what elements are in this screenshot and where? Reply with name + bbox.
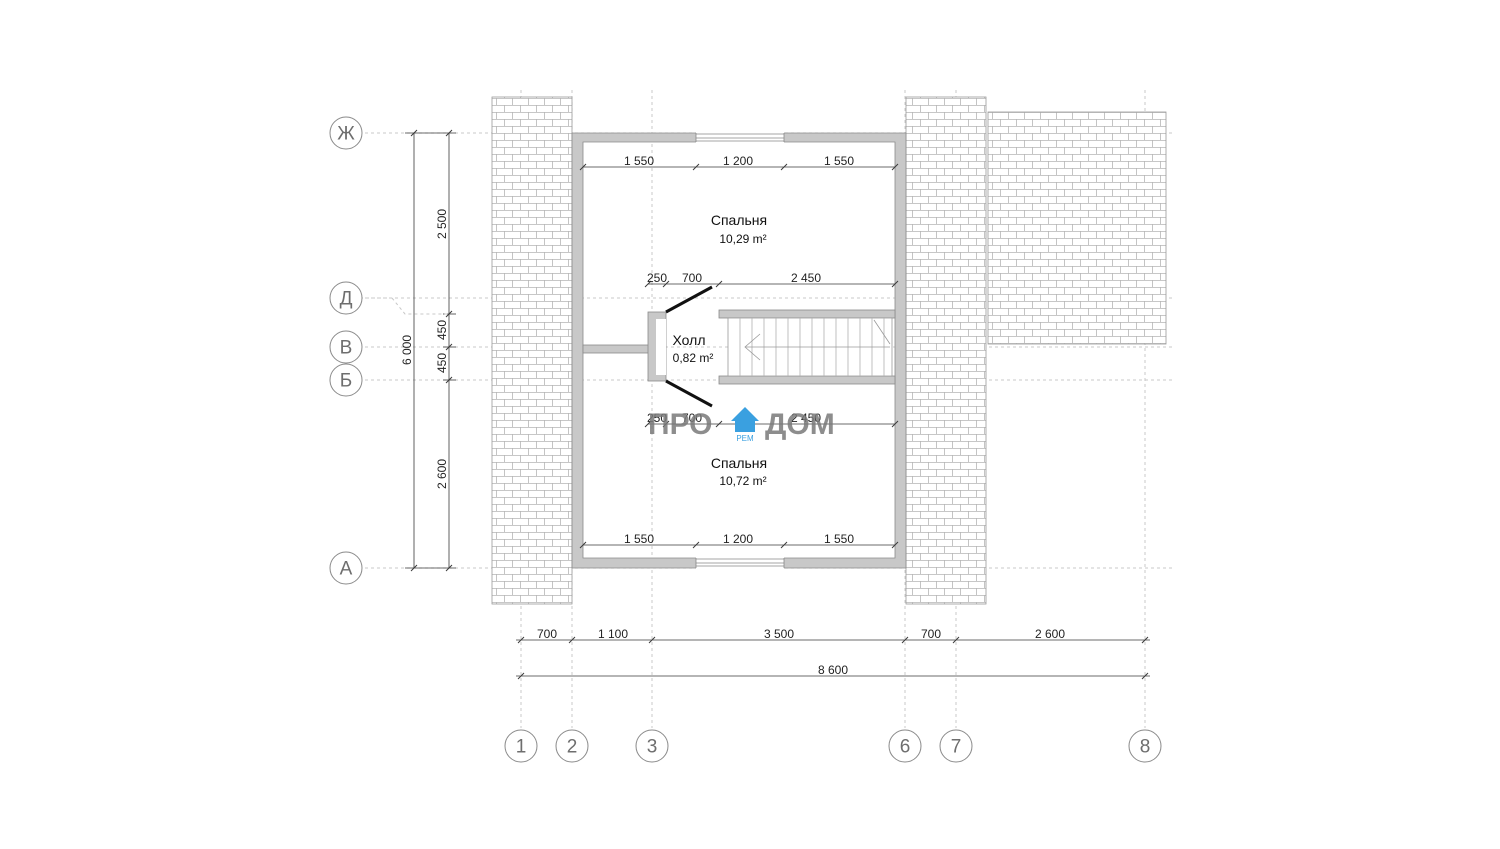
axis-bubbles-rows: Ж Д В Б А: [329, 116, 363, 585]
axis-col-3: 3: [647, 737, 658, 758]
axis-row-d: Д: [340, 289, 353, 310]
outer-wall: [571, 132, 907, 569]
room-name-bedroom-top: Спальня: [711, 212, 767, 228]
dim-hall-top-2: 700: [682, 271, 702, 285]
stairs: [727, 317, 893, 377]
dim-left-1: 2 500: [435, 209, 449, 239]
axis-bubbles-cols: 1 2 3 6 7 8: [504, 729, 1162, 763]
dim-bottom-2: 1 200: [723, 532, 753, 546]
roof-right: [905, 96, 987, 605]
house-icon: [731, 407, 759, 432]
dim-bottom-3: 1 550: [824, 532, 854, 546]
stair-wall-bottom: [718, 375, 896, 385]
walls: [571, 131, 907, 570]
logo-text-right: ДОМ: [765, 408, 835, 441]
window-top: [695, 133, 785, 142]
dim-hall-bottom-2: 700: [682, 411, 702, 425]
dim-top-3: 1 550: [824, 154, 854, 168]
room-labels: Спальня 10,29 m² Холл 0,82 m² Спальня 10…: [673, 212, 768, 488]
axis-row-zh: Ж: [337, 124, 355, 145]
axis-row-b: Б: [340, 371, 352, 392]
dim-bottom-chain-1: 700: [537, 627, 557, 641]
dim-left-2: 450: [435, 320, 449, 340]
roof-extension: [987, 111, 1167, 345]
room-area-bedroom-bottom: 10,72 m²: [719, 474, 766, 488]
dim-hall-bottom-1: 250: [647, 411, 667, 425]
door-bottom: [665, 379, 713, 408]
roof-left: [491, 96, 573, 605]
partition-left: [582, 344, 652, 354]
axis-row-v: В: [340, 338, 353, 359]
dim-hall-bottom-3: 2 450: [791, 411, 821, 425]
vertical-dimensions: 6 000 2 500 450 450 2 600: [360, 129, 456, 572]
dim-hall-top-1: 250: [647, 271, 667, 285]
dim-overall-x: 8 600: [818, 663, 848, 677]
horizontal-dimensions: 700 1 100 3 500 700 2 600 8 600: [516, 627, 1150, 680]
logo-text-left: ПРО: [648, 408, 713, 441]
room-area-bedroom-top: 10,29 m²: [719, 232, 766, 246]
watermark-logo: ПРО РЕМ ДОМ: [648, 407, 835, 443]
interior-dimensions: 1 550 1 200 1 550 250 700 2 450 250 700 …: [579, 154, 899, 549]
dim-top-1: 1 550: [624, 154, 654, 168]
dim-left-3: 450: [435, 353, 449, 373]
axis-col-2: 2: [567, 737, 578, 758]
dim-bottom-chain-5: 2 600: [1035, 627, 1065, 641]
axis-col-8: 8: [1140, 737, 1151, 758]
dim-bottom-chain-2: 1 100: [598, 627, 628, 641]
door-top: [665, 285, 713, 314]
dim-top-2: 1 200: [723, 154, 753, 168]
window-bottom: [695, 558, 785, 568]
axis-col-6: 6: [900, 737, 911, 758]
logo-sub: РЕМ: [736, 434, 754, 443]
axis-col-7: 7: [951, 737, 962, 758]
doors: [665, 285, 713, 408]
axis-row-a: А: [340, 559, 353, 580]
dim-left-4: 2 600: [435, 459, 449, 489]
room-name-bedroom-bottom: Спальня: [711, 455, 767, 471]
axis-col-1: 1: [516, 737, 527, 758]
roof-areas: [491, 96, 1167, 605]
dim-bottom-chain-4: 700: [921, 627, 941, 641]
dim-bottom-1: 1 550: [624, 532, 654, 546]
room-name-hall: Холл: [673, 332, 706, 348]
stair-wall-top: [718, 309, 896, 319]
dim-hall-top-3: 2 450: [791, 271, 821, 285]
dim-bottom-chain-3: 3 500: [764, 627, 794, 641]
room-area-hall: 0,82 m²: [673, 351, 714, 365]
dim-overall-y: 6 000: [400, 335, 414, 365]
